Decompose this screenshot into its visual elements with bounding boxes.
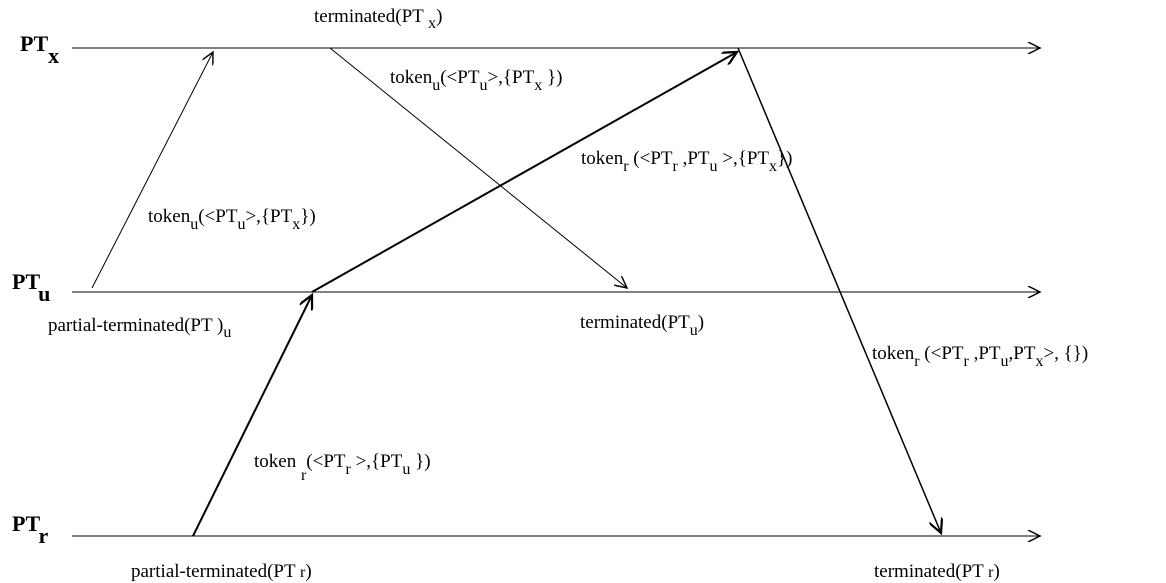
message-label-token-r-to-x: tokenr (<PTr ,PTu >,{PTx}) [581, 148, 793, 175]
message-label-token-r-from-x: tokenr (<PTr ,PTu,PTx>, {}) [872, 343, 1088, 370]
message-arrow-token-u-to-x [91, 52, 213, 289]
event-terminated-pt-u: terminated(PTu) [580, 312, 704, 339]
message-arrow-token-r-to-x [311, 52, 737, 293]
message-arrow-token-r-to-u [192, 295, 312, 537]
event-terminated-pt-r: terminated(PT r) [874, 561, 1000, 582]
process-label-pt-u: PTu [12, 269, 50, 306]
event-partial-terminated-pt-u: partial-terminated(PT )u [48, 315, 231, 341]
message-label-token-r-to-u: token r(<PTr >,{PTu }) [254, 451, 431, 484]
process-label-pt-r: PTr [12, 511, 48, 548]
process-label-pt-x: PTx [20, 31, 59, 68]
message-arrow-token-u-from-x [329, 47, 627, 288]
event-partial-terminated-pt-r: partial-terminated(PT r) [131, 561, 312, 582]
event-terminated-pt-x: terminated(PT x) [314, 6, 442, 32]
message-label-token-u-to-x: tokenu(<PTu>,{PTx}) [148, 206, 316, 233]
message-arrow-token-r-from-x [737, 47, 941, 533]
message-label-token-u-from-x: tokenu(<PTu>,{PTx }) [390, 67, 562, 94]
